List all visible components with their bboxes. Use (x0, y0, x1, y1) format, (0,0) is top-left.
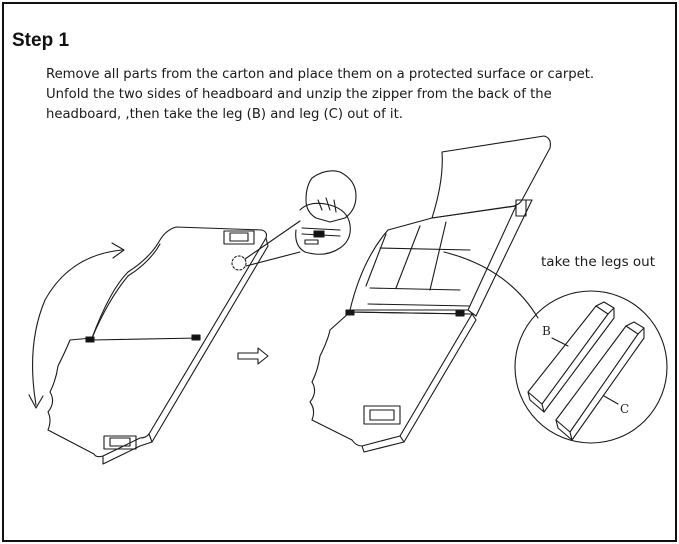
instruction-line: Unfold the two sides of headboard and un… (46, 87, 552, 102)
opened-headboard (309, 135, 551, 453)
curved-arrow-icon (28, 242, 125, 409)
right-arrow-icon (237, 347, 269, 365)
step-title: Step 1 (12, 30, 70, 51)
leg-c-label: C (620, 402, 630, 416)
instructions-text: Remove all parts from the carton and pla… (46, 65, 646, 125)
folded-headboard (47, 220, 301, 465)
instruction-line: headboard, ,then take the leg (B) and le… (46, 107, 403, 122)
hand-unzip-icon (295, 170, 357, 255)
leg-b-label: B (542, 324, 551, 338)
instruction-line: Remove all parts from the carton and pla… (46, 67, 595, 82)
take-legs-out-label: take the legs out (541, 254, 656, 270)
legs-magnifier (514, 290, 668, 444)
